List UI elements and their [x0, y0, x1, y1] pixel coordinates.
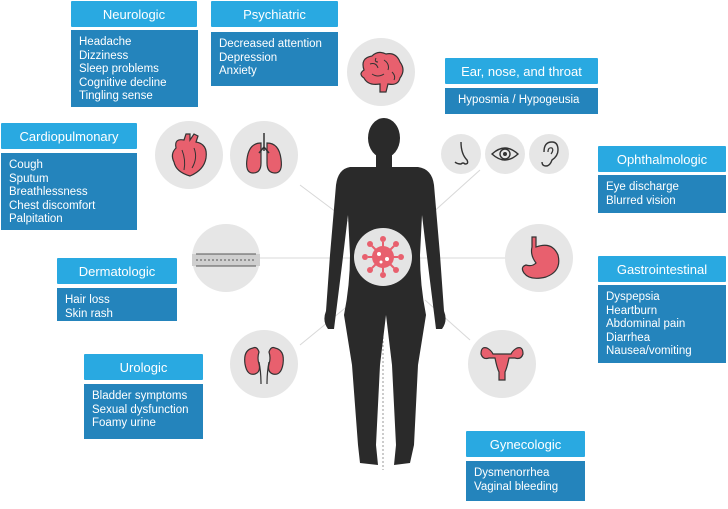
- human-silhouette: [324, 118, 446, 465]
- list-item: Bladder symptoms: [92, 390, 188, 402]
- brain-circle: [347, 38, 415, 106]
- neurologic-list: Headache Dizziness Sleep problems Cognit…: [71, 30, 198, 107]
- urologic-title: Urologic: [84, 354, 203, 380]
- stomach-icon: [521, 236, 560, 279]
- list-item: Abdominal pain: [606, 318, 686, 331]
- eye-circle: [485, 134, 525, 174]
- list-item: Headache: [79, 36, 132, 48]
- ent-title: Ear, nose, and throat: [445, 58, 598, 84]
- dermatologic-title: Dermatologic: [57, 258, 177, 284]
- ophthalmologic-title: Ophthalmologic: [598, 146, 726, 172]
- list-item: Sleep problems: [79, 63, 159, 76]
- list-item: Breathlessness: [9, 186, 88, 199]
- uterus-circle: [468, 330, 536, 398]
- list-item: Eye discharge: [606, 181, 679, 193]
- list-item: Anxiety: [219, 65, 257, 78]
- psychiatric-title: Psychiatric: [211, 1, 338, 27]
- stomach-circle: [505, 224, 573, 292]
- psychiatric-list: Decreased attention Depression Anxiety: [211, 32, 338, 86]
- kidneys-icon: [244, 346, 284, 385]
- eye-icon: [490, 147, 520, 161]
- cardiopulmonary-title: Cardiopulmonary: [1, 123, 137, 149]
- list-item: Depression: [219, 51, 278, 64]
- nose-icon: [454, 141, 469, 165]
- list-item: Cognitive decline: [79, 76, 167, 89]
- list-item: Foamy urine: [92, 417, 156, 430]
- gastrointestinal-list: Dyspepsia Heartburn Abdominal pain Diarr…: [598, 285, 726, 363]
- ear-circle: [529, 134, 569, 174]
- list-item: Skin rash: [65, 307, 113, 320]
- list-item: Dysmenorrhea: [474, 467, 550, 479]
- heart-icon: [171, 133, 207, 177]
- kidneys-circle: [230, 330, 298, 398]
- uterus-icon: [480, 347, 524, 381]
- ear-icon: [541, 141, 559, 167]
- list-item: Nausea/vomiting: [606, 345, 692, 358]
- nose-circle: [441, 134, 481, 174]
- list-item: Diarrhea: [606, 331, 651, 344]
- skin-icon: [192, 253, 260, 267]
- list-item: Palpitation: [9, 213, 63, 226]
- neurologic-title: Neurologic: [71, 1, 197, 27]
- list-item: Cough: [9, 159, 43, 171]
- list-item: Tingling sense: [79, 90, 153, 103]
- virus-icon: [362, 236, 404, 278]
- cardiopulmonary-list: Cough Sputum Breathlessness Chest discom…: [1, 153, 137, 230]
- list-item: Blurred vision: [606, 194, 676, 207]
- list-item: Vaginal bleeding: [474, 480, 559, 493]
- gynecologic-title: Gynecologic: [466, 431, 585, 457]
- gastrointestinal-title: Gastrointestinal: [598, 256, 726, 282]
- list-item: Dyspepsia: [606, 291, 660, 303]
- brain-icon: [360, 51, 404, 93]
- list-item: Hair loss: [65, 294, 110, 306]
- skin-circle: [192, 224, 260, 292]
- lungs-icon: [246, 133, 282, 174]
- ophthalmologic-list: Eye discharge Blurred vision: [598, 175, 726, 213]
- list-item: Chest discomfort: [9, 199, 96, 212]
- list-item: Heartburn: [606, 304, 658, 317]
- lungs-circle: [230, 121, 298, 189]
- gynecologic-list: Dysmenorrhea Vaginal bleeding: [466, 461, 585, 501]
- list-item: Hyposmia / Hypogeusia: [458, 94, 580, 106]
- heart-circle: [155, 121, 223, 189]
- list-item: Decreased attention: [219, 38, 322, 50]
- list-item: Sputum: [9, 172, 49, 185]
- list-item: Sexual dysfunction: [92, 403, 189, 416]
- ent-list: Hyposmia / Hypogeusia: [445, 88, 598, 114]
- dermatologic-list: Hair loss Skin rash: [57, 288, 177, 321]
- virus-circle: [354, 228, 412, 286]
- urologic-list: Bladder symptoms Sexual dysfunction Foam…: [84, 384, 203, 439]
- list-item: Dizziness: [79, 49, 129, 62]
